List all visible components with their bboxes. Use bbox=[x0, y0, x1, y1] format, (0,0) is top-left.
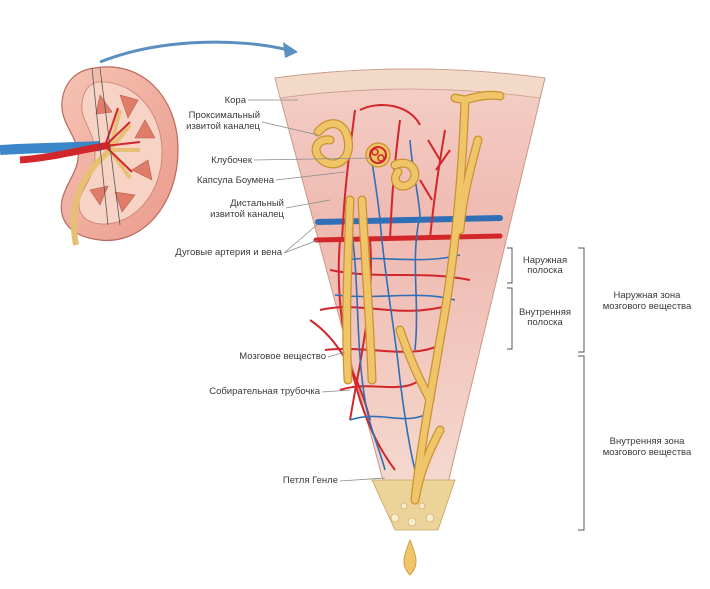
label-outer-zone-2: мозгового вещества bbox=[602, 301, 692, 312]
label-medulla: Мозговое вещество bbox=[239, 351, 326, 362]
label-collecting-duct: Собирательная трубочка bbox=[209, 386, 320, 397]
label-arcuate-vessels: Дуговые артерия и вена bbox=[175, 247, 282, 258]
leader-lines bbox=[248, 99, 386, 482]
urine-drop-icon bbox=[403, 538, 417, 576]
label-inner-zone-1: Внутренняя зона bbox=[609, 436, 685, 447]
label-outer-stripe-1: Наружная bbox=[522, 255, 568, 266]
label-inner-stripe-1: Внутренняя bbox=[518, 307, 572, 318]
label-loop-of-henle: Петля Генле bbox=[282, 475, 338, 486]
label-outer-zone-1: Наружная зона bbox=[613, 290, 681, 301]
label-outer-stripe-2: полоска bbox=[527, 265, 563, 276]
zoom-arrow-head bbox=[283, 42, 298, 58]
kidney-thumbnail bbox=[0, 66, 179, 246]
label-proximal-2: извитой каналец bbox=[186, 121, 260, 132]
kidney-section-wedge bbox=[274, 68, 546, 576]
nephron-tubules bbox=[311, 90, 505, 505]
label-bowman-capsule: Капсула Боумена bbox=[196, 175, 274, 186]
label-distal-2: извитой каналец bbox=[210, 209, 284, 220]
label-proximal-1: Проксимальный bbox=[188, 110, 260, 121]
label-glomerulus: Клубочек bbox=[211, 155, 252, 166]
label-cortex: Кора bbox=[224, 95, 246, 106]
label-inner-zone-2: мозгового вещества bbox=[602, 447, 692, 458]
zoom-arrow-icon bbox=[99, 40, 289, 64]
glomerulus bbox=[365, 142, 391, 168]
label-distal-1: Дистальный bbox=[230, 198, 284, 209]
label-inner-stripe-2: полоска bbox=[527, 317, 563, 328]
zone-brackets bbox=[507, 247, 585, 531]
